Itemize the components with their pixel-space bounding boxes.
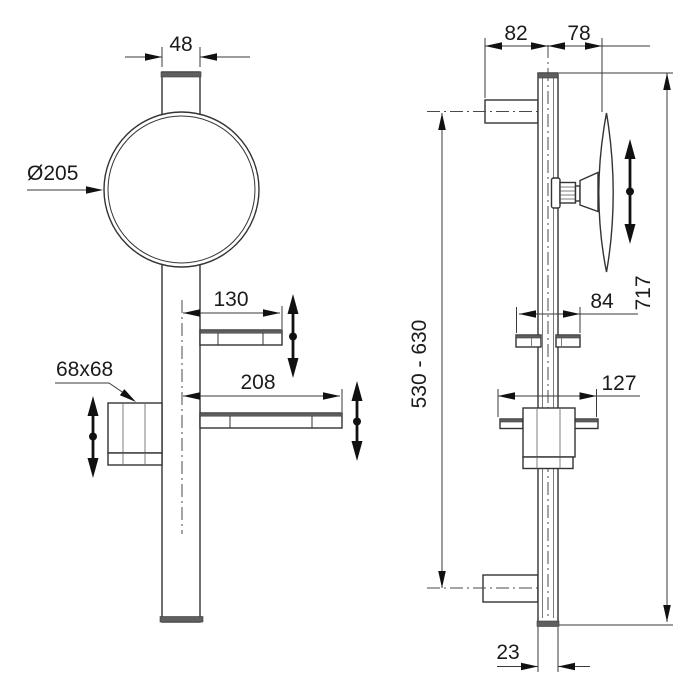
lower-shelf-label: 208 <box>240 371 275 394</box>
side-rail-bottom-cap <box>536 620 560 627</box>
front-view: 48 Ø205 130 <box>27 33 363 623</box>
dim-bracket-and-head-offset: 82 78 <box>484 22 650 112</box>
head-disc <box>598 112 614 273</box>
head-holder <box>550 177 561 209</box>
bracket-depth-label: 82 <box>504 22 527 45</box>
rail-width-label: 48 <box>169 33 192 56</box>
dim-bracket-span: 530 - 630 <box>408 113 446 588</box>
dim-handle-size: 68x68 <box>55 358 136 402</box>
dim-lower-shelf: 208 <box>183 371 343 412</box>
dim-handle-depth: 127 <box>497 372 640 417</box>
handle-size-label: 68x68 <box>56 358 113 381</box>
height-adjust-arrow-icon <box>287 294 299 378</box>
shelf-depth-label: 84 <box>590 290 614 313</box>
handle-depth-label: 127 <box>601 372 636 395</box>
dim-rail-width: 48 <box>125 33 250 67</box>
upper-shelf-label: 130 <box>213 288 248 311</box>
upper-shelf-side <box>515 334 581 348</box>
side-view: 82 78 84 <box>408 22 673 672</box>
height-adjust-arrow-icon <box>624 139 636 244</box>
rail-depth-label: 23 <box>496 641 519 664</box>
head-knob <box>559 181 577 204</box>
head-offset-label: 78 <box>567 22 590 45</box>
side-rail-top-cap <box>537 72 559 79</box>
dim-total-height: 717 <box>559 72 673 626</box>
dim-head-diameter: Ø205 <box>27 162 103 194</box>
upper-shelf-front <box>199 329 283 346</box>
shower-head-side <box>550 112 614 273</box>
handle-unit-side <box>499 407 599 470</box>
front-rail-top-cap <box>160 71 202 78</box>
dim-rail-depth: 23 <box>496 627 590 672</box>
dim-upper-shelf: 130 <box>183 288 283 329</box>
height-adjust-arrow-icon <box>351 381 363 461</box>
front-rail-bottom-cap <box>159 616 204 623</box>
bracket-span-label: 530 - 630 <box>408 320 431 409</box>
lower-shelf-front <box>199 412 343 429</box>
height-adjust-arrow-icon <box>87 396 99 478</box>
head-cone <box>579 171 599 213</box>
handle-unit-front <box>107 402 163 466</box>
dim-shelf-depth: 84 <box>516 290 638 333</box>
total-height-label: 717 <box>632 275 655 310</box>
head-diameter-label: Ø205 <box>27 162 78 185</box>
shower-head-front <box>103 111 260 268</box>
